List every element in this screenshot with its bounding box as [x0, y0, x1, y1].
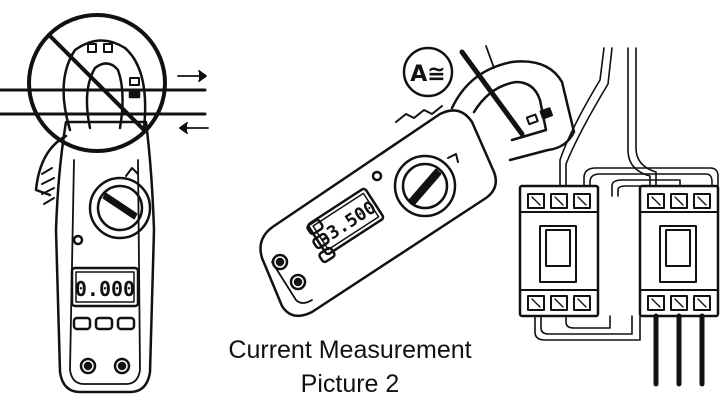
right-meter-lcd-inner [312, 192, 380, 251]
left-meter-jack [117, 361, 127, 371]
mode-badge-label: A≅ [410, 62, 445, 87]
current-arrow-icon [179, 122, 209, 134]
breaker-terminal [573, 295, 591, 311]
left-jaw-marker [103, 43, 113, 53]
right-meter-jack [271, 253, 289, 271]
measured-conductor-lead [485, 45, 495, 69]
right-jaw-marker [525, 113, 539, 126]
measured-conductor [459, 49, 525, 137]
right-meter-button [318, 246, 336, 264]
breaker-terminal [647, 295, 665, 311]
left-meter-button [116, 316, 136, 331]
left-meter-jack [83, 361, 93, 371]
breaker-wiring [534, 47, 719, 341]
left-jaw-marker [129, 77, 140, 86]
breaker-terminal [647, 193, 665, 209]
left-clamp-meter: 0.000 [0, 13, 209, 394]
right-meter-jack [289, 273, 307, 291]
breaker-terminal [693, 193, 711, 209]
left-meter-lcd-inner [75, 271, 135, 303]
left-meter-hold-button [72, 234, 84, 246]
right-meter-jack [293, 277, 303, 287]
breaker-terminal [573, 193, 591, 209]
left-meter-body [54, 120, 156, 394]
left-meter-jaws [62, 39, 147, 132]
left-meter-reading: 0.000 [75, 277, 135, 301]
circuit-breaker-right [638, 184, 720, 318]
prohibition-icon [27, 13, 167, 153]
breaker-terminal [670, 193, 688, 209]
right-meter-button [306, 218, 324, 236]
breaker-switch [659, 225, 697, 283]
left-jaw-marker [87, 43, 97, 53]
left-meter-jaw-opening [85, 62, 124, 130]
right-meter-button [312, 232, 330, 250]
left-meter-grip [41, 167, 55, 205]
left-meter-body-inner [69, 159, 141, 385]
right-meter-jack [275, 257, 285, 267]
rotary-dial-icon [393, 153, 459, 218]
breaker-toggle [665, 229, 691, 267]
breaker-terminal [550, 295, 568, 311]
left-meter-jack [79, 357, 97, 375]
right-meter-jaws [450, 60, 576, 162]
right-meter-lcd [307, 187, 385, 256]
right-meter-grip [395, 105, 443, 123]
breaker-terminal [527, 193, 545, 209]
breaker-terminal [550, 193, 568, 209]
rotary-dial-icon [88, 167, 152, 240]
caption-subtitle: Picture 2 [300, 370, 400, 398]
left-meter-button [94, 316, 114, 331]
right-jaw-marker [539, 107, 553, 120]
left-meter-lcd [70, 266, 140, 308]
right-meter-body [259, 109, 497, 318]
breaker-toggle [545, 229, 571, 267]
left-meter-button [72, 316, 92, 331]
breaker-switch [539, 225, 577, 283]
breaker-panel [518, 47, 720, 387]
circuit-breaker-left [518, 184, 600, 318]
current-arrow-icon [177, 70, 207, 82]
breaker-terminal [693, 295, 711, 311]
ac-current-icon: A≅ [402, 46, 454, 98]
right-meter-hold-button [371, 170, 383, 182]
right-meter-jaw-opening [472, 80, 548, 142]
caption-title: Current Measurement [228, 336, 472, 364]
breaker-terminal [527, 295, 545, 311]
left-meter-jack [113, 357, 131, 375]
breaker-terminal [670, 295, 688, 311]
